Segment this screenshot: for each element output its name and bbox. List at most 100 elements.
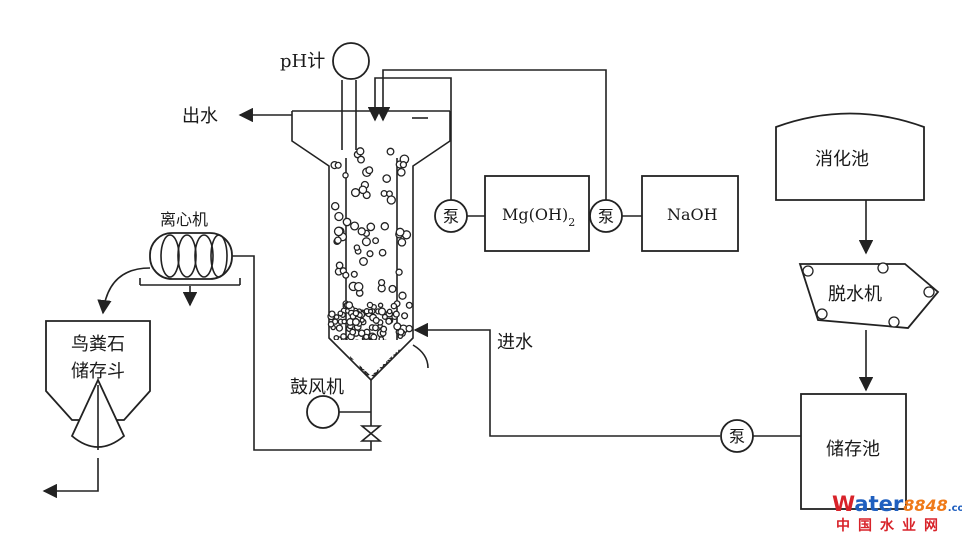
particle (382, 174, 392, 183)
particle (372, 237, 380, 245)
particle (352, 309, 360, 317)
inlet-line (413, 322, 720, 437)
struvite-storage-hopper (45, 320, 151, 450)
particle (330, 201, 340, 211)
particle (359, 257, 368, 266)
particle (363, 333, 370, 341)
particle (353, 281, 364, 292)
particle (393, 322, 402, 331)
particle (350, 188, 361, 198)
particle (399, 161, 408, 169)
particle (334, 161, 342, 169)
particle (356, 147, 365, 156)
digester-label: 消化池 (815, 149, 869, 170)
particle (335, 261, 344, 270)
particle (367, 308, 374, 314)
particle (337, 310, 344, 317)
mgoh2-dosing-line (367, 77, 452, 200)
particle (334, 236, 342, 245)
watermark-logo: Water8848.com 中国水业网 (832, 492, 962, 534)
particle (377, 302, 384, 309)
hopper-body (45, 320, 151, 421)
centrifuge-to-bin-arrow (97, 267, 151, 315)
particle (366, 222, 376, 232)
particle (397, 237, 407, 247)
centrifuge-label: 离心机 (160, 210, 208, 229)
dewatering-machine (798, 262, 940, 329)
naoh-tank (641, 175, 739, 252)
reactor (291, 80, 451, 382)
particle (335, 324, 344, 332)
ph-meter-label: pH计 (280, 51, 325, 72)
particle (398, 291, 407, 300)
mgoh2-label: Mg(OH)2 (502, 205, 575, 229)
particle (350, 270, 358, 278)
naoh-dosing-line (375, 69, 607, 200)
particle (405, 324, 413, 333)
outlet-label: 出水 (182, 106, 218, 127)
particle (351, 318, 360, 326)
particle (327, 321, 335, 328)
particle (361, 237, 371, 247)
struvite-bin-label-1: 鸟粪石 (71, 334, 125, 355)
particle (334, 211, 344, 222)
particle (378, 248, 387, 257)
struvite-bin-label-2: 储存斗 (71, 361, 125, 382)
particle (388, 284, 397, 293)
particle (377, 307, 387, 316)
pump-naoh-label: 泵 (598, 207, 614, 226)
particle (386, 195, 396, 205)
particle (370, 333, 378, 341)
inlet-label: 进水 (497, 332, 533, 353)
particle (357, 155, 365, 164)
particle (341, 318, 348, 325)
particle (386, 147, 395, 156)
particle (366, 301, 374, 309)
particle (333, 226, 344, 237)
particle (342, 271, 350, 279)
particle (396, 167, 406, 177)
particle (342, 172, 349, 179)
particle (385, 317, 393, 325)
particle (386, 308, 393, 315)
pump-mgoh2-label: 泵 (443, 207, 459, 226)
particle (333, 334, 340, 341)
particle (380, 325, 388, 333)
particle (357, 227, 366, 236)
centrifuge (139, 232, 241, 286)
particle (401, 312, 409, 320)
particle (372, 316, 380, 324)
particle (392, 310, 400, 318)
dewatering-label: 脱水机 (828, 284, 882, 305)
particle (340, 333, 347, 340)
air-pipe-curve (412, 344, 429, 369)
storage-tank-label: 储存池 (826, 439, 880, 460)
particle (397, 328, 405, 336)
watermark-brand: Water8848.com (832, 492, 962, 516)
dewatering-body (798, 263, 940, 329)
blower-label: 鼓风机 (290, 377, 344, 398)
digester-tank (775, 112, 925, 201)
particle (353, 244, 361, 251)
hopper-discharge-arrow (42, 458, 99, 499)
storage-tank (800, 393, 907, 510)
particle (372, 324, 379, 332)
particle (395, 268, 403, 276)
particle (395, 227, 405, 237)
mgoh2-tank (484, 175, 590, 252)
particle (405, 301, 413, 309)
particle (381, 313, 388, 320)
particle (365, 166, 374, 175)
particle (357, 329, 366, 337)
particle (333, 314, 340, 320)
pump-feed-label: 泵 (729, 427, 745, 446)
particle (328, 310, 336, 318)
particle (342, 217, 352, 227)
particle (366, 250, 374, 258)
ph-meter-gauge (332, 42, 370, 80)
blower (306, 395, 340, 429)
particle (380, 222, 390, 231)
valve-icon (359, 425, 383, 442)
particle (358, 185, 368, 195)
